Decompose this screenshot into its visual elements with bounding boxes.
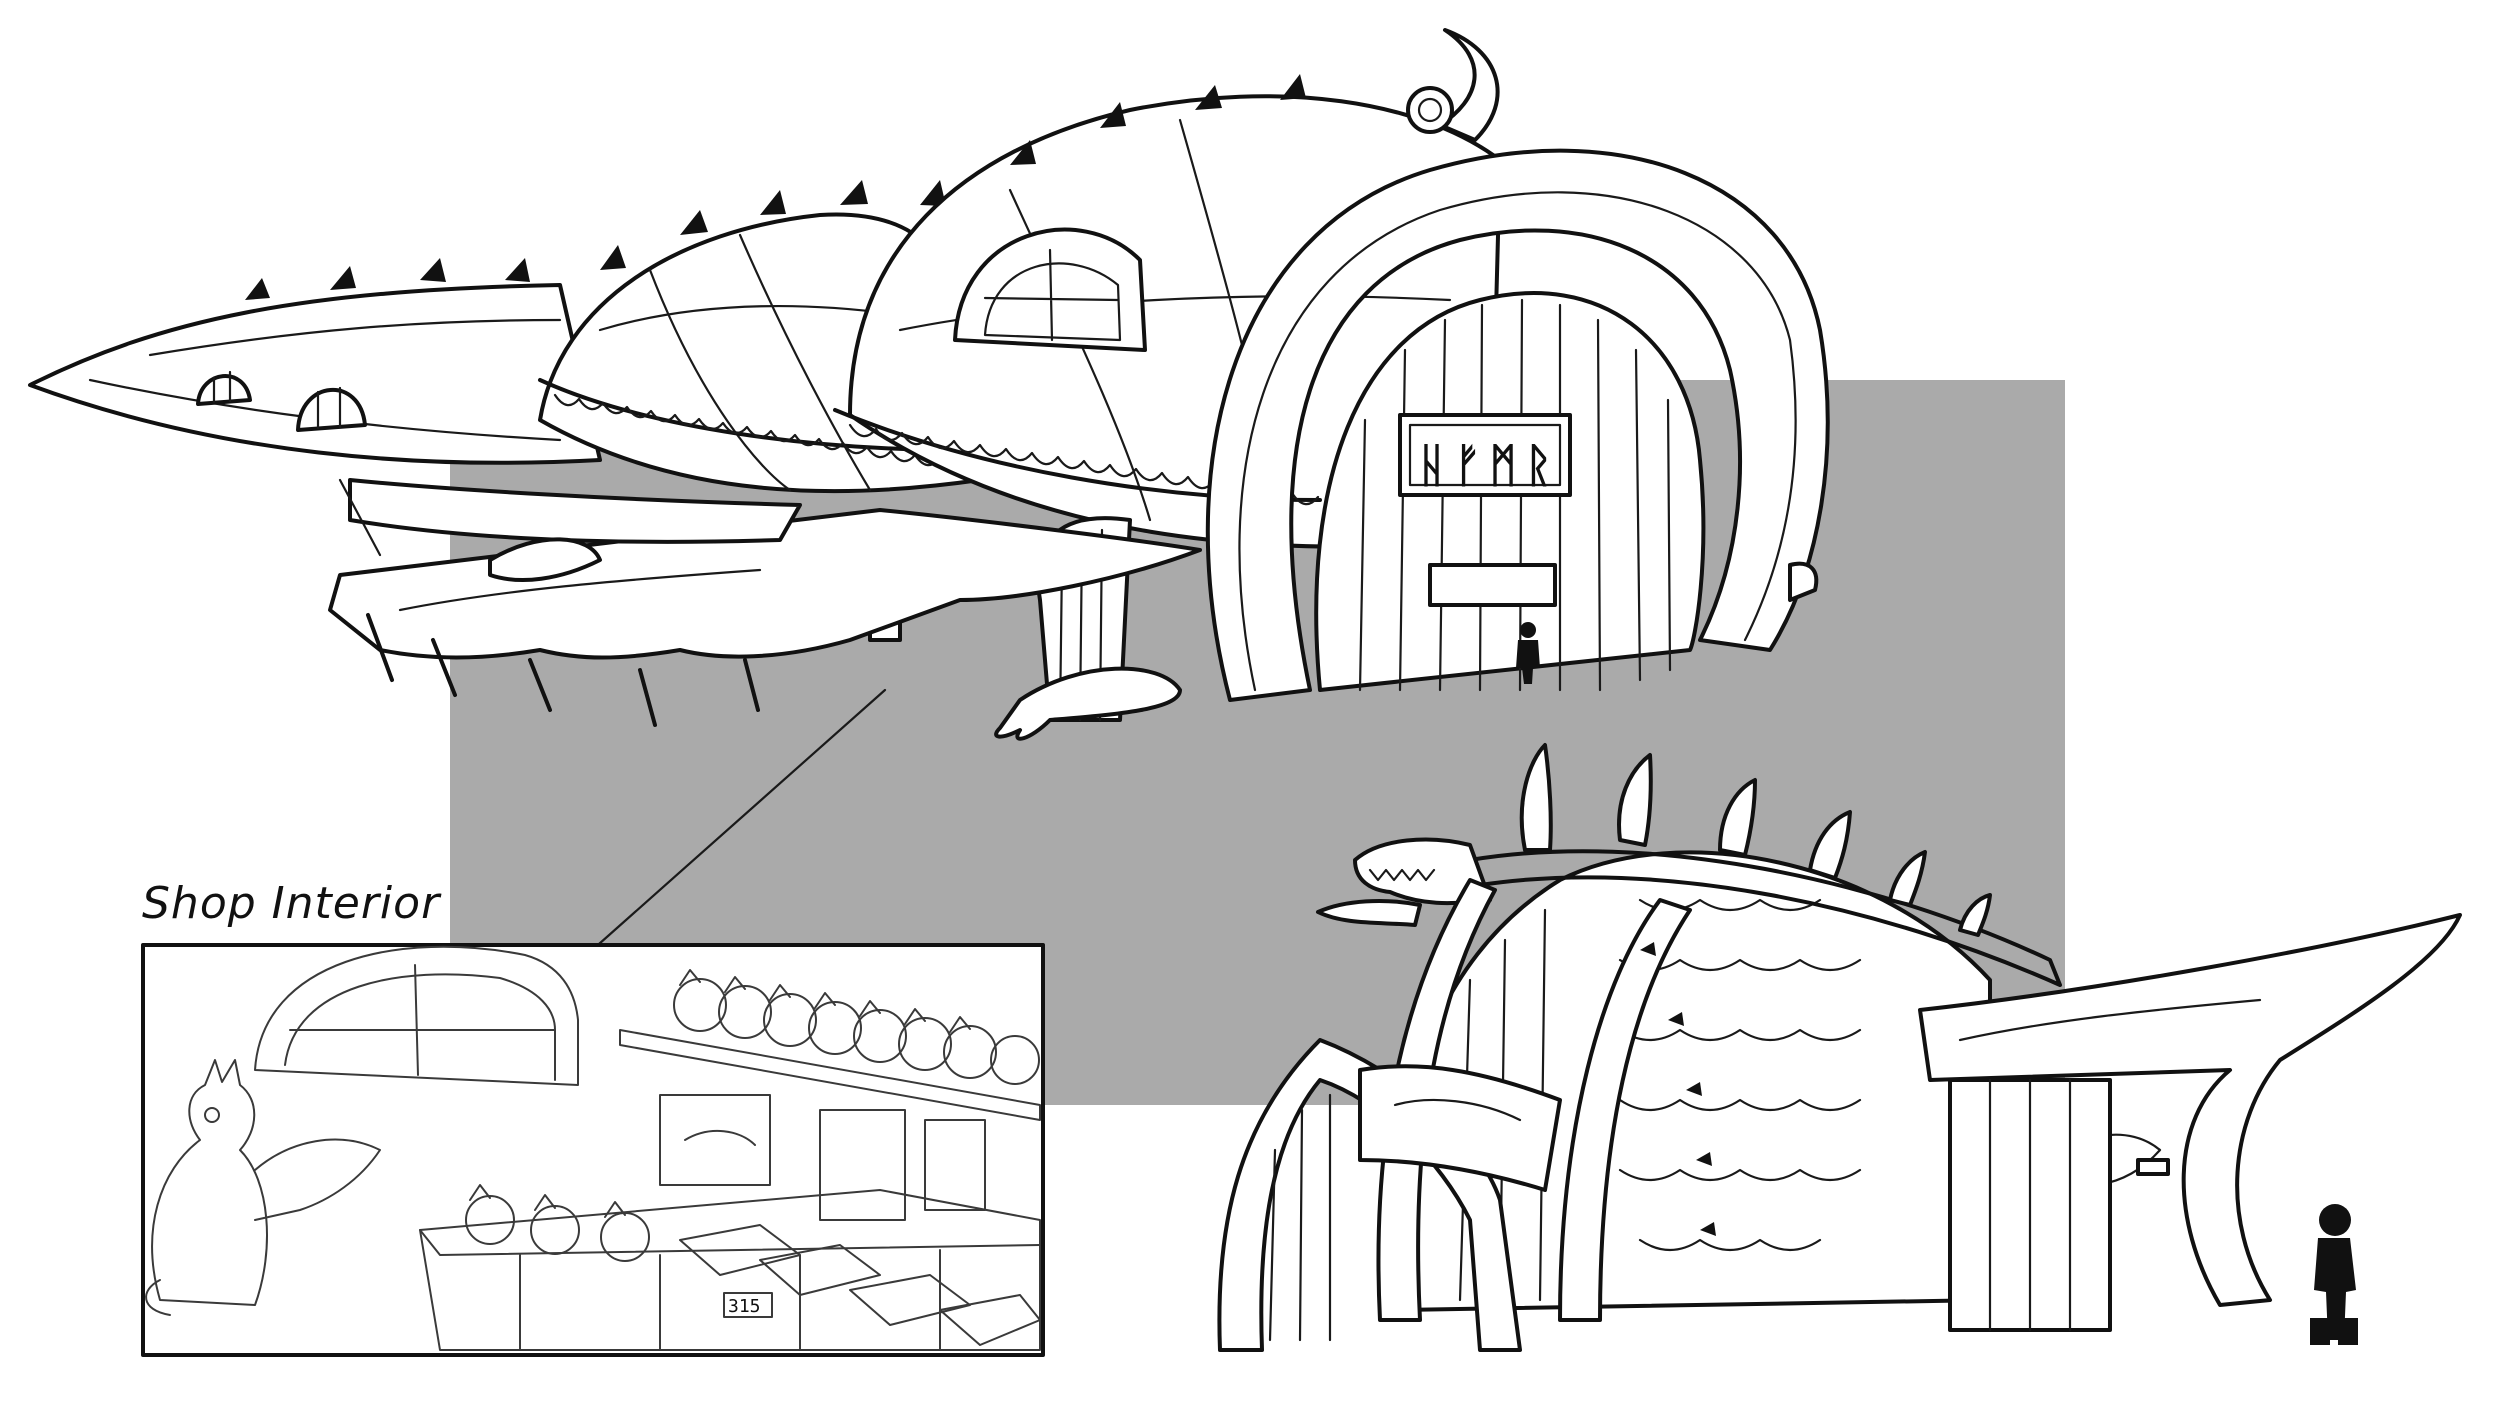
shop-interior-caption: Shop Interior	[142, 878, 441, 929]
viking-silhouette-large	[2310, 1204, 2358, 1345]
viking-silhouette-small	[1516, 622, 1540, 684]
runic-sign-text: ᚺᚠᛗᚱ	[1418, 438, 1561, 492]
shop-interior-sketch	[141, 943, 1045, 1357]
tray-label: 315	[728, 1296, 761, 1317]
dragon-arch-building	[1217, 743, 2462, 1352]
connector-line	[588, 688, 887, 954]
dragon-shop-building	[28, 28, 1830, 741]
